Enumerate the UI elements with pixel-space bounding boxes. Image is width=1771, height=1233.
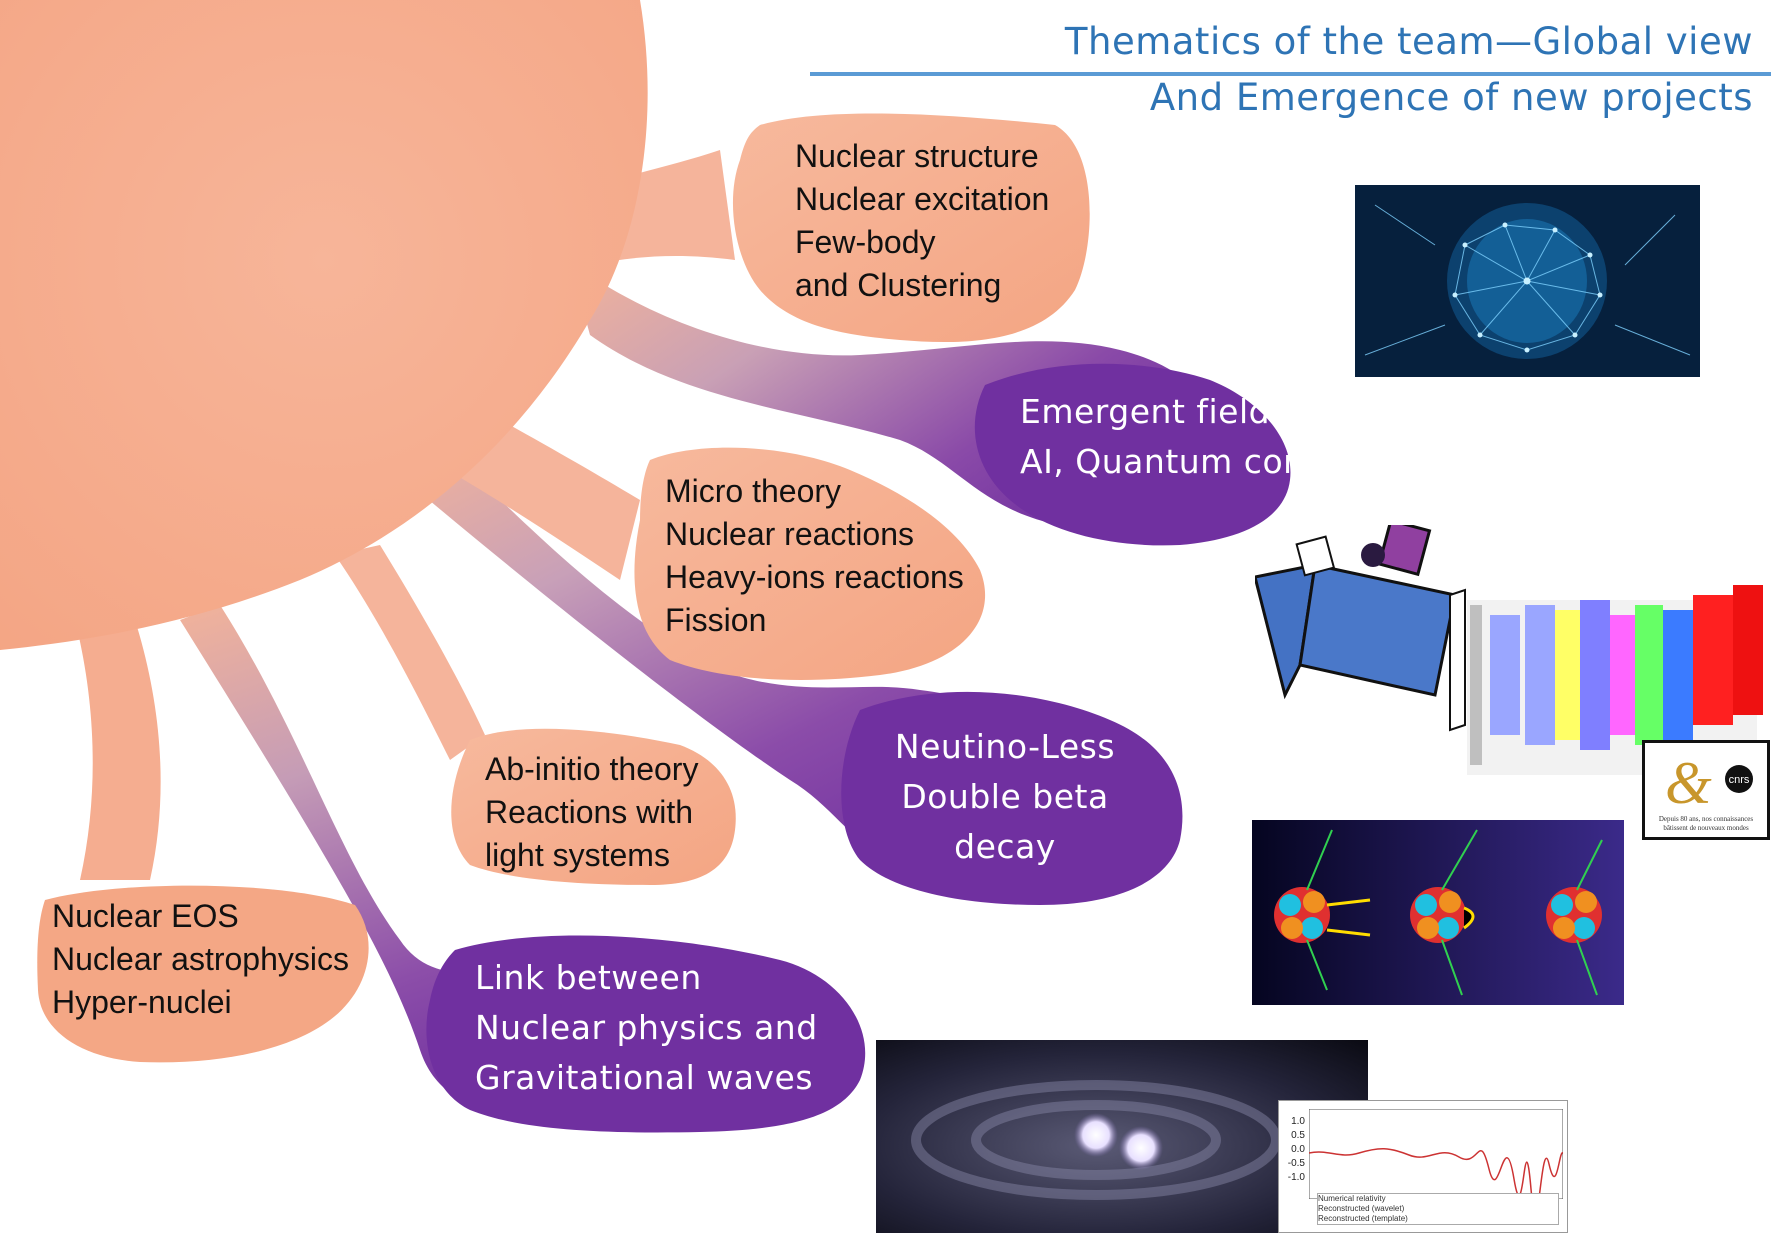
bubble-micro-theory (634, 447, 986, 680)
topic-line: Few-body (795, 224, 936, 260)
topic-line: Nuclear reactions (665, 516, 914, 552)
gw-ytick: -1.0 (1287, 1172, 1305, 1183)
quantum-circuit-image (1255, 525, 1770, 795)
gw-signal-plot: 1.0 0.5 0.0 -0.5 -1.0 Numerical relativi… (1278, 1100, 1568, 1233)
arm-nuclear-eos (75, 620, 161, 880)
ai-brain-image (1355, 185, 1700, 377)
decay-graphic (1252, 820, 1624, 1005)
topic-line: Gravitational waves (475, 1058, 814, 1097)
topic-line: Micro theory (665, 473, 842, 509)
sun-shape (0, 0, 648, 650)
topic-neutrinoless: Neutino-Less Double beta decay (880, 722, 1130, 872)
double-beta-decay-image (1252, 820, 1624, 1005)
gw-legend: Numerical relativity Reconstructed (wave… (1317, 1193, 1559, 1225)
title-divider (810, 72, 1771, 76)
topic-line: Neutino-Less (894, 727, 1116, 766)
topic-line: decay (954, 827, 1056, 866)
svg-text:&: & (1665, 750, 1712, 816)
topic-gravitational: Link between Nuclear physics and Gravita… (475, 953, 818, 1103)
bubble-nuclear-eos (37, 885, 369, 1063)
cnrs-logo-badge: & cnrs Depuis 80 ans, nos connaissances … (1642, 740, 1770, 840)
topic-line: Fission (665, 602, 767, 638)
bubble-neutrinoless (841, 691, 1183, 905)
bubble-ab-initio (451, 728, 736, 885)
topic-line: light systems (485, 837, 670, 873)
arm-ab-initio (335, 545, 485, 760)
circuit-graphic (1255, 525, 1763, 775)
gw-legend-item: Reconstructed (template) (1318, 1214, 1408, 1223)
gw-y-axis: 1.0 0.5 0.0 -0.5 -1.0 (1279, 1115, 1305, 1185)
topic-line: Double beta (901, 777, 1109, 816)
topic-line: Emergent fields (1020, 392, 1288, 431)
topic-nuclear-structure: Nuclear structure Nuclear excitation Few… (795, 135, 1049, 307)
topic-line: Nuclear structure (795, 138, 1039, 174)
cnrs-caption-line: Depuis 80 ans, nos connaissances (1659, 815, 1754, 823)
page-title: Thematics of the team—Global view (1064, 20, 1753, 63)
topic-line: and Clustering (795, 267, 1002, 303)
gw-ytick: -0.5 (1287, 1158, 1305, 1169)
topic-line: AI, Quantum comp. (1020, 442, 1349, 481)
bubble-gravitational (426, 935, 866, 1133)
topic-line: Ab-initio theory (485, 751, 699, 787)
cnrs-logo-graphic: & cnrs Depuis 80 ans, nos connaissances … (1659, 750, 1754, 832)
topic-line: Nuclear astrophysics (52, 941, 349, 977)
topic-emergent-fields: Emergent fields AI, Quantum comp. (1020, 387, 1348, 487)
topic-nuclear-eos: Nuclear EOS Nuclear astrophysics Hyper-n… (52, 895, 349, 1024)
gw-ytick: 0.5 (1291, 1130, 1305, 1141)
bubble-nuclear-structure (732, 113, 1090, 343)
bubble-emergent-fields (974, 363, 1291, 546)
gw-ytick: 1.0 (1291, 1116, 1305, 1127)
topic-line: Heavy-ions reactions (665, 559, 964, 595)
topic-line: Nuclear physics and (475, 1008, 818, 1047)
topic-ab-initio: Ab-initio theory Reactions with light sy… (485, 748, 698, 877)
topic-line: Nuclear excitation (795, 181, 1050, 217)
cnrs-logo-text: cnrs (1729, 774, 1750, 786)
topic-line: Hyper-nuclei (52, 984, 232, 1020)
gw-ytick: 0.0 (1291, 1144, 1305, 1155)
gw-legend-item: Numerical relativity (1318, 1194, 1386, 1203)
topic-line: Reactions with (485, 794, 694, 830)
topic-line: Nuclear EOS (52, 898, 239, 934)
topic-micro-theory: Micro theory Nuclear reactions Heavy-ion… (665, 470, 964, 642)
network-graphic (1355, 185, 1700, 377)
topic-line: Link between (475, 958, 702, 997)
cnrs-caption-line: bâtissent de nouveaux mondes (1663, 824, 1749, 832)
page-subtitle: And Emergence of new projects (1149, 76, 1753, 119)
gw-legend-item: Reconstructed (wavelet) (1318, 1204, 1405, 1213)
gw-waveform (1309, 1109, 1563, 1199)
